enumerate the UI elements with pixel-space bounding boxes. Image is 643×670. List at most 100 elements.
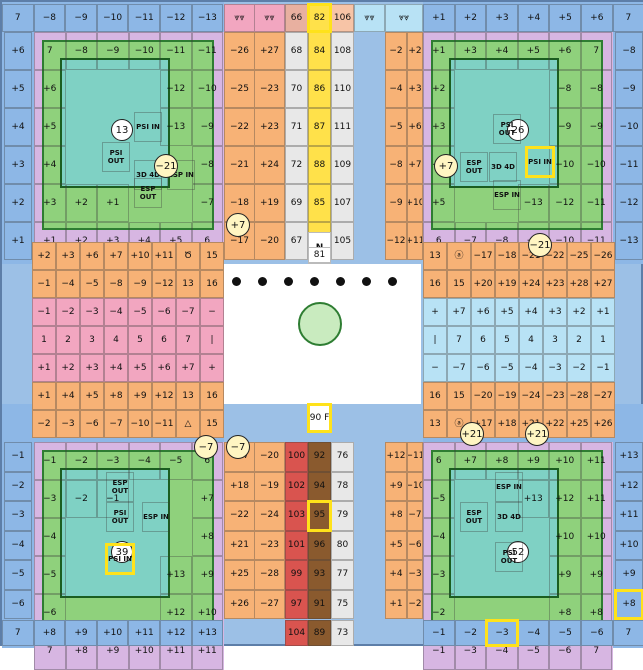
right-arm-cell[interactable]: −3 [543,354,567,382]
top-border-cell[interactable]: 7 [613,4,643,32]
right-arm-cell[interactable]: +1 [591,298,615,326]
top-center-cell[interactable]: +3 [407,70,423,108]
top-center-cell[interactable]: −26 [224,32,255,70]
right-arm-cell[interactable]: −27 [591,382,615,410]
quadrant-cell[interactable]: −4 [34,518,66,556]
right-arm-cell[interactable]: −2 [567,354,591,382]
bottom-center-cell[interactable]: −6 [407,531,423,561]
left-arm-cell[interactable]: 16 [200,270,224,298]
bottom-border-cell[interactable]: 73 [331,620,354,646]
left-arm-cell[interactable]: 3 [80,326,104,354]
left-arm-cell[interactable]: −1 [32,270,56,298]
quadrant-cell[interactable]: +4 [34,146,66,184]
quadrant-cell[interactable]: 7 [581,32,613,70]
left-arm-cell[interactable]: +7 [104,242,128,270]
psi-esp-label[interactable]: PSI OUT [106,502,134,532]
bottom-center-cell[interactable]: +25 [224,560,255,590]
quadrant-cell[interactable]: −8 [192,146,224,184]
quadrant-cell[interactable]: +10 [581,518,613,556]
right-arm-cell[interactable]: −17 [471,242,495,270]
top-center-cell[interactable]: +24 [254,146,285,184]
right-arm-cell[interactable]: −18 [495,242,519,270]
right-border-cell[interactable]: +9 [615,560,643,590]
token-circle[interactable]: −7 [226,435,250,459]
bottom-center-cell[interactable]: +5 [385,531,407,561]
psi-esp-label[interactable]: PSI OUT [493,114,521,144]
bottom-center-cell[interactable]: 79 [331,501,354,531]
bottom-center-cell[interactable]: +12 [385,442,407,472]
left-border-cell[interactable]: −6 [4,590,32,620]
psi-esp-label[interactable]: ESP IN [493,180,521,210]
quadrant-cell[interactable]: +8 [192,518,224,556]
left-arm-cell[interactable]: 13 [176,270,200,298]
bottom-border-cell[interactable]: 89 [308,620,331,646]
right-border-cell[interactable]: +11 [615,501,643,531]
quadrant-cell[interactable]: +7 [192,480,224,518]
right-border-cell[interactable]: +10 [615,531,643,561]
left-arm-cell[interactable]: +11 [152,242,176,270]
top-border-cell[interactable]: −8 [34,4,66,32]
bottom-center-cell[interactable]: −7 [407,501,423,531]
top-center-cell[interactable]: −5 [385,108,407,146]
quadrant-cell[interactable]: −4 [423,518,455,556]
right-arm-cell[interactable]: −7 [447,354,471,382]
quadrant-cell[interactable]: +2 [66,184,98,222]
right-arm-cell[interactable]: 6 [471,326,495,354]
top-border-cell[interactable]: +1 [423,4,455,32]
bottom-center-cell[interactable]: 92 [308,442,331,472]
left-arm-cell[interactable]: − [200,298,224,326]
left-arm-cell[interactable]: +3 [56,242,80,270]
left-border-cell[interactable]: +3 [4,146,32,184]
quadrant-cell[interactable]: +2 [423,70,455,108]
top-center-cell[interactable]: +27 [254,32,285,70]
quadrant-cell[interactable]: −5 [160,442,192,480]
psi-esp-label[interactable]: ESP OUT [134,178,162,208]
left-border-cell[interactable]: +5 [4,70,32,108]
quadrant-cell[interactable]: −10 [129,32,161,70]
bottom-center-cell[interactable]: 97 [285,590,308,620]
right-arm-cell[interactable]: 15 [447,270,471,298]
right-arm-cell[interactable]: 2 [567,326,591,354]
left-arm-cell[interactable]: 13 [176,382,200,410]
right-border-cell[interactable]: +12 [615,472,643,502]
psi-esp-label[interactable]: 3D 4D [495,502,523,532]
top-center-cell[interactable]: 107 [331,184,354,222]
quadrant-cell[interactable]: −7 [192,184,224,222]
right-arm-cell[interactable]: +2 [567,298,591,326]
top-center-cell[interactable]: −9 [385,184,407,222]
top-center-cell[interactable]: −21 [224,146,255,184]
token-circle[interactable]: −21 [154,154,178,178]
right-arm-cell[interactable]: +20 [471,270,495,298]
left-arm-cell[interactable]: +2 [56,354,80,382]
bottom-center-cell[interactable]: 91 [308,590,331,620]
token-circle[interactable]: +7 [434,154,458,178]
quadrant-cell[interactable]: +5 [423,184,455,222]
top-center-cell[interactable]: −2 [385,32,407,70]
left-border-cell[interactable]: +2 [4,184,32,222]
right-arm-cell[interactable]: 5 [495,326,519,354]
top-center-cell[interactable]: 68 [285,32,308,70]
top-center-cell[interactable]: +6 [407,108,423,146]
bottom-center-cell[interactable]: +18 [224,472,255,502]
left-arm-cell[interactable]: △ [176,410,200,438]
top-center-cell[interactable]: 67 [285,222,308,260]
bottom-center-cell[interactable]: −22 [224,501,255,531]
left-border-cell[interactable]: +6 [4,32,32,70]
right-arm-cell[interactable]: 13 [423,410,447,438]
right-border-cell[interactable]: −10 [615,108,643,146]
right-arm-cell[interactable]: +3 [543,298,567,326]
top-center-cell[interactable]: +19 [254,184,285,222]
right-arm-cell[interactable]: −26 [591,242,615,270]
top-center-cell[interactable]: 110 [331,70,354,108]
top-border-cell[interactable]: −10 [97,4,129,32]
bottom-border-cell[interactable]: 7 [613,620,643,646]
right-arm-cell[interactable]: | [423,326,447,354]
left-arm-cell[interactable]: −2 [32,410,56,438]
right-arm-cell[interactable]: +23 [543,270,567,298]
bottom-border-cell[interactable]: −4 [518,620,550,646]
right-arm-cell[interactable]: −5 [495,354,519,382]
top-border-cell[interactable]: −9 [65,4,97,32]
top-center-cell[interactable]: 71 [285,108,308,146]
bottom-center-cell[interactable]: −23 [254,531,285,561]
bottom-center-cell[interactable]: 96 [308,531,331,561]
